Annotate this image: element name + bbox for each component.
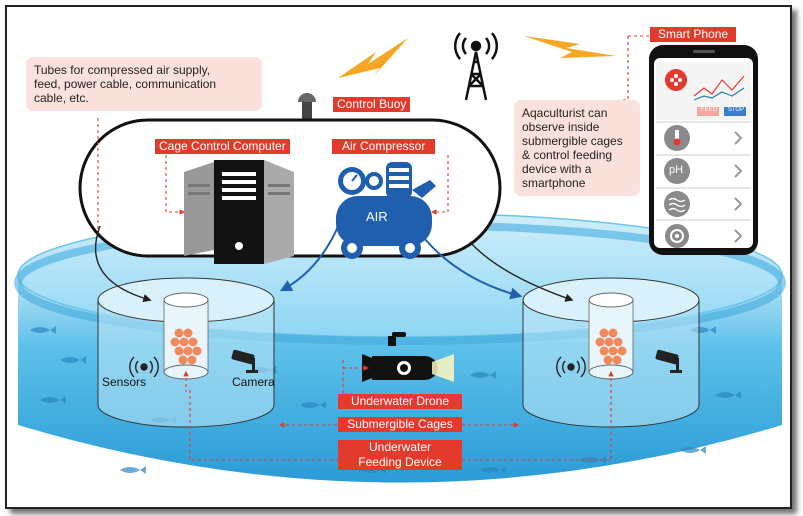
tubes-note-line-1: Tubes for compressed air supply, <box>34 63 211 77</box>
callout-lines <box>97 35 650 461</box>
camera-label: Camera <box>232 375 275 389</box>
antenna-tower-icon <box>453 32 499 101</box>
sensors-label: Sensors <box>102 375 147 389</box>
aquaculturist-note: Aqaculturist can observe inside submergi… <box>514 100 640 196</box>
smartphone-icon <box>649 45 758 255</box>
control-buoy-label: Control Buoy <box>333 97 411 112</box>
feeding-device-line-1: Underwater <box>368 440 432 454</box>
aquaculturist-note-line-5: device with a <box>522 162 592 176</box>
submergible-cages-label: Submergible Cages <box>338 417 462 432</box>
aquaculturist-note-line-6: smartphone <box>522 176 586 190</box>
left-submergible-cage <box>97 277 275 428</box>
cage-control-computer-label: Cage Control Computer <box>155 139 290 154</box>
right-camera-icon <box>655 349 682 373</box>
underwater-drone-label: Underwater Drone <box>338 394 462 409</box>
cage-control-computer-icon <box>184 160 294 264</box>
smart-phone-label: Smart Phone <box>650 27 737 42</box>
aquaculturist-note-line-1: Aqaculturist can <box>522 106 608 120</box>
air-label: AIR <box>366 209 388 224</box>
tubes-note-line-2: feed, power cable, communication <box>34 77 217 91</box>
lightning-icons <box>338 36 616 78</box>
left-sensor-icon <box>129 356 159 378</box>
aquaculturist-note-line-4: & control feeding <box>522 148 613 162</box>
phone-stop-button[interactable]: STOP <box>727 107 745 113</box>
feeding-device-line-2: Feeding Device <box>358 455 442 469</box>
air-compressor-icon <box>336 162 436 259</box>
left-camera-icon <box>231 349 258 373</box>
lightning-right-icon <box>524 36 616 58</box>
tubes-note-line-3: cable, etc. <box>34 91 89 105</box>
supply-lines <box>95 221 574 303</box>
right-submergible-cage <box>522 277 700 428</box>
underwater-drone-icon <box>362 332 454 382</box>
aquaculturist-note-line-3: submergible cages <box>522 134 623 148</box>
underwater-feeding-device-label: Underwater Feeding Device <box>338 440 462 470</box>
tubes-note: Tubes for compressed air supply, feed, p… <box>26 57 262 111</box>
phone-feed-button[interactable]: FEED <box>700 107 717 113</box>
right-sensor-icon <box>556 356 586 378</box>
aquaculturist-note-line-2: observe inside <box>522 120 600 134</box>
lightning-left-icon <box>338 38 408 78</box>
phone-ph-label: pH <box>669 164 684 176</box>
air-compressor-label: Air Compressor <box>332 139 436 154</box>
